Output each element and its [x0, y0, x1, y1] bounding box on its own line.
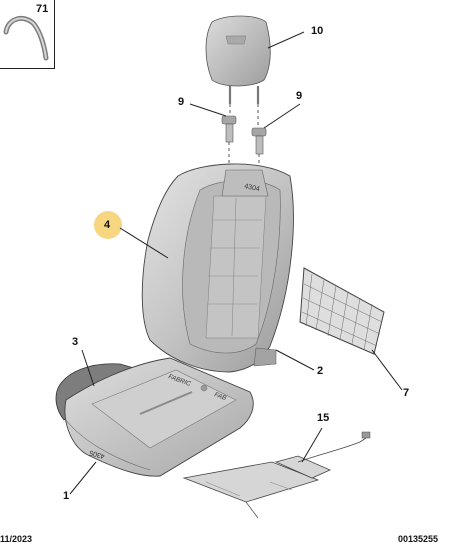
- part-7-storage-net: [299, 267, 385, 355]
- leader-lines: [69, 31, 403, 495]
- callout-9-left: 9: [178, 96, 185, 108]
- part-9-guide-sleeve-right: [251, 127, 267, 155]
- part-4-seat-back-cover: [141, 163, 294, 373]
- part-71-trim-strip: [3, 15, 49, 61]
- callout-7: 7: [403, 387, 410, 399]
- callout-1: 1: [63, 490, 70, 502]
- cushion-fabric-text-2: FAB: [213, 391, 227, 402]
- part-9-guide-sleeve-left: [221, 115, 237, 143]
- part-15-heating-mat: [182, 431, 371, 519]
- callout-15: 15: [317, 412, 330, 424]
- callout-2: 2: [317, 365, 324, 377]
- inset-frame: [0, 0, 55, 69]
- seat-back-code-text: 4304: [244, 183, 261, 193]
- callout-9-right: 9: [296, 90, 303, 102]
- callout-4: 4: [104, 219, 111, 231]
- callout-10: 10: [311, 25, 324, 37]
- part-10-headrest: [205, 15, 271, 104]
- footer-reference: 00135255: [398, 534, 439, 544]
- cushion-code-text: 4305: [89, 448, 106, 459]
- callout-71: 71: [36, 3, 49, 15]
- part-1-seat-cushion-cover: [64, 357, 254, 477]
- highlight-marker: [94, 211, 122, 239]
- callout-3: 3: [72, 336, 79, 348]
- footer-date: 11/2023: [0, 534, 33, 544]
